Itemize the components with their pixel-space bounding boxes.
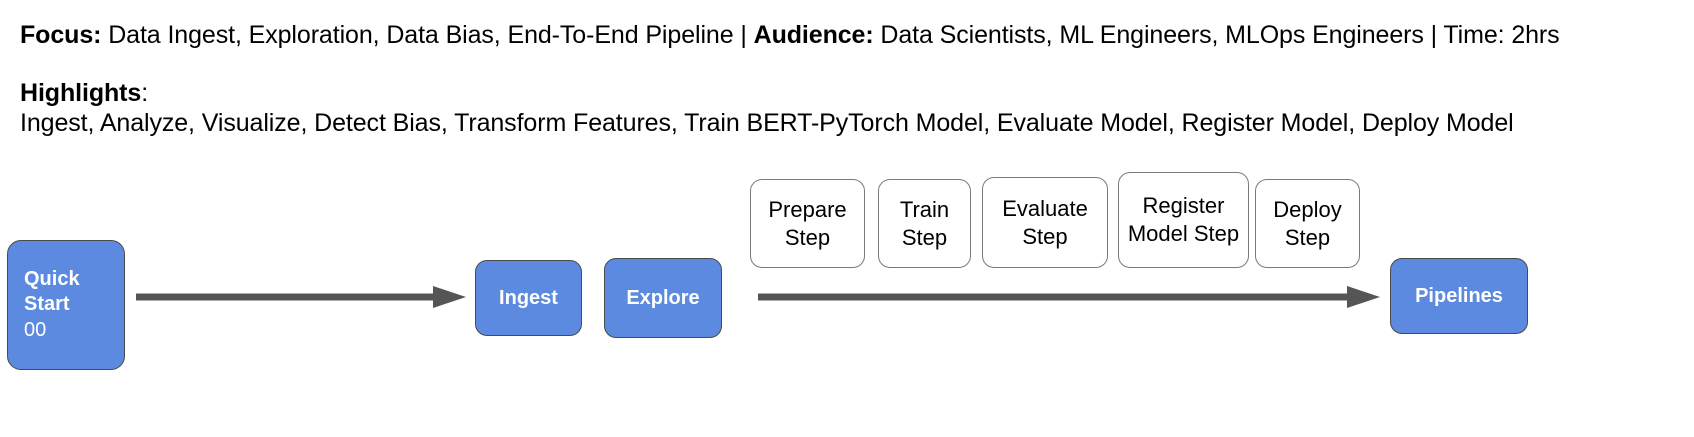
node-ingest-label: Ingest [499,286,558,309]
focus-value: Data Ingest, Exploration, Data Bias, End… [101,21,741,49]
quick-start-content: Quick Start 00 [24,267,124,344]
node-prepare-step[interactable]: Prepare Step [750,179,865,268]
node-register-model-step-label: Register Model Step [1127,193,1240,246]
highlights-heading-text: Highlights [20,79,142,107]
node-register-model-step[interactable]: Register Model Step [1118,172,1249,268]
focus-line: Focus: Data Ingest, Exploration, Data Bi… [20,20,1560,50]
arrow-quickstart-to-ingest [136,284,466,310]
node-pipelines[interactable]: Pipelines [1390,258,1528,334]
focus-divider: | [740,21,754,49]
node-explore[interactable]: Explore [604,258,722,338]
highlights-heading-colon: : [141,79,149,107]
focus-label: Focus: [20,21,102,49]
node-quick-start[interactable]: Quick Start 00 [7,240,125,370]
node-pipelines-label: Pipelines [1415,284,1503,307]
node-deploy-step-label: Deploy Step [1273,196,1342,250]
audience-label: Audience: [753,21,874,49]
quick-start-title: Quick Start [24,267,80,315]
node-deploy-step[interactable]: Deploy Step [1255,179,1360,268]
node-evaluate-step-label: Evaluate Step [1002,195,1088,249]
highlights-heading: Highlights: [20,78,148,108]
quick-start-number: 00 [24,318,47,341]
arrow-explore-to-pipelines [758,284,1380,310]
node-train-step-label: Train Step [899,196,950,250]
audience-value: Data Scientists, ML Engineers, MLOps Eng… [873,21,1560,49]
node-ingest[interactable]: Ingest [475,260,582,336]
node-explore-label: Explore [626,286,700,309]
node-evaluate-step[interactable]: Evaluate Step [982,177,1108,268]
highlights-list: Ingest, Analyze, Visualize, Detect Bias,… [20,109,1514,137]
node-prepare-step-label: Prepare Step [768,196,847,250]
node-train-step[interactable]: Train Step [878,179,971,268]
